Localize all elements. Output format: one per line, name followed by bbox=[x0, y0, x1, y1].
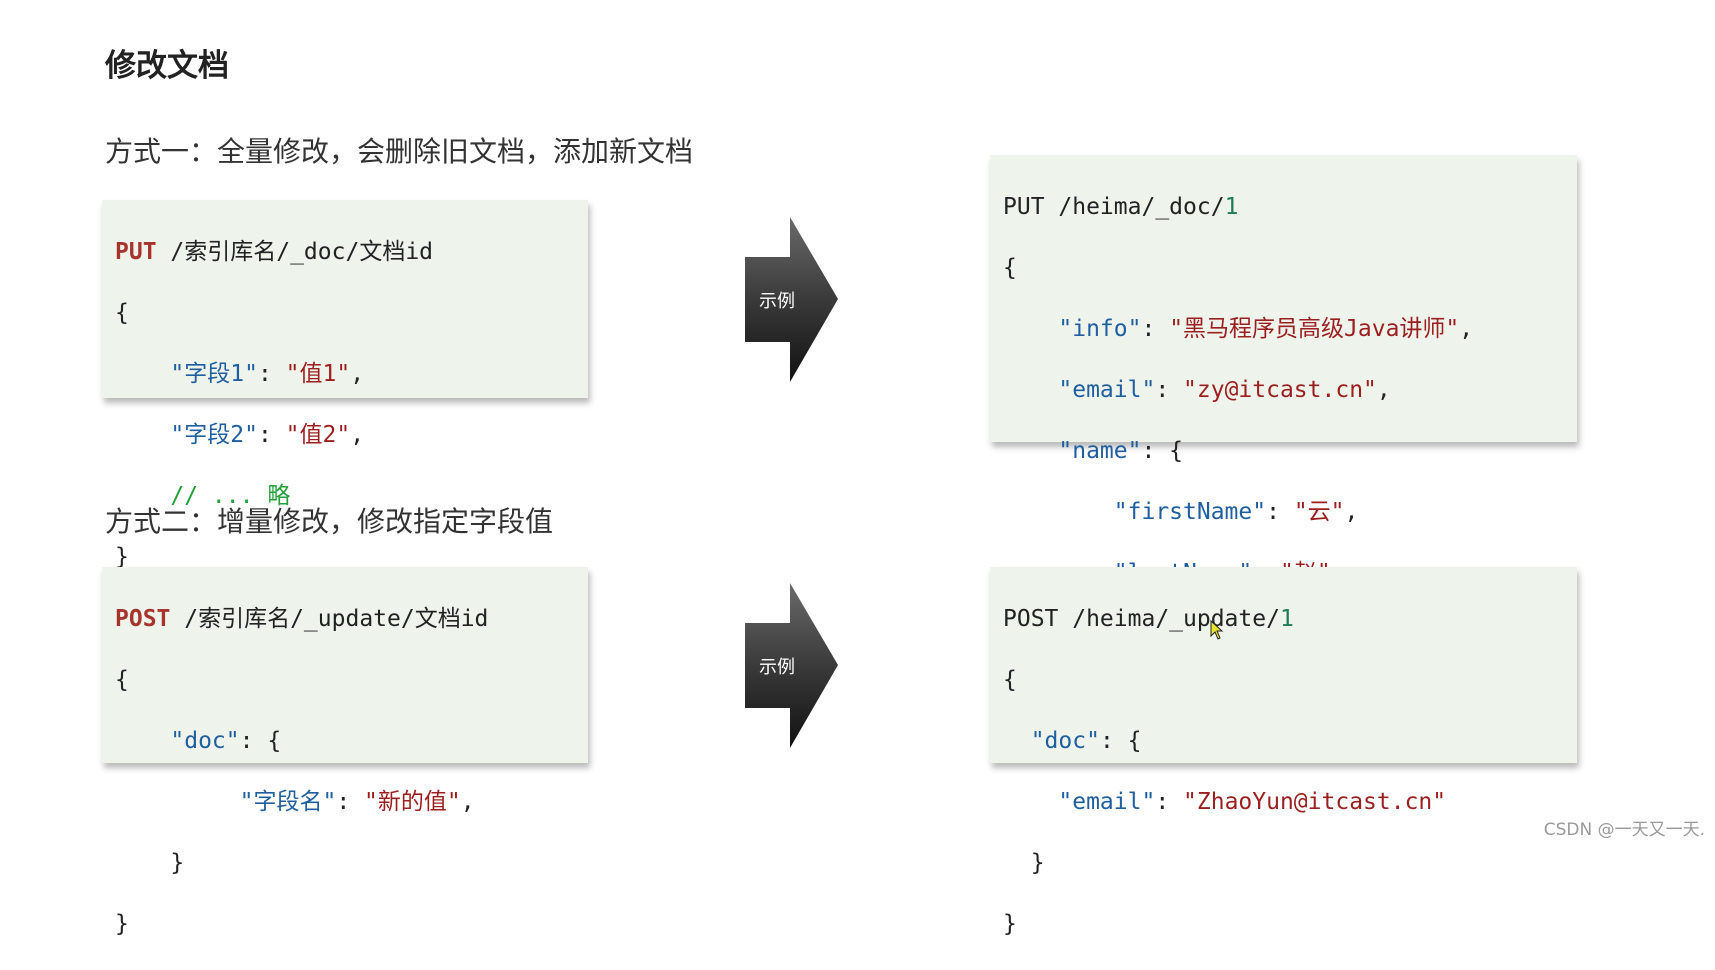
open-brace: { bbox=[1003, 254, 1017, 281]
mouse-cursor-icon bbox=[1210, 619, 1224, 644]
json-key: "字段2" bbox=[170, 421, 258, 448]
json-value: "黑马程序员高级Java讲师" bbox=[1169, 315, 1460, 342]
open-brace: { bbox=[115, 666, 129, 693]
code-comment: // ... 略 bbox=[170, 482, 291, 509]
json-key: "doc" bbox=[170, 727, 240, 754]
json-value: "zy@itcast.cn" bbox=[1183, 376, 1377, 403]
json-key: "email" bbox=[1058, 376, 1156, 403]
open-brace: { bbox=[1003, 666, 1017, 693]
request-path: /索引库名/_doc/文档id bbox=[156, 238, 434, 265]
json-key: "字段名" bbox=[239, 788, 337, 815]
json-value: "值2" bbox=[285, 421, 351, 448]
json-key: "firstName" bbox=[1113, 498, 1267, 525]
close-brace: } bbox=[115, 543, 129, 570]
arrow-label: 示例 bbox=[759, 291, 795, 312]
close-brace: } bbox=[1003, 910, 1017, 937]
arrow-right-icon bbox=[745, 583, 838, 748]
close-brace: } bbox=[1030, 849, 1045, 876]
arrow-right-icon bbox=[745, 217, 838, 382]
request-line: PUT /heima/_doc/ bbox=[1003, 193, 1225, 220]
method1-example-code: PUT /heima/_doc/1 { "info": "黑马程序员高级Java… bbox=[990, 155, 1577, 708]
page-title: 修改文档 bbox=[105, 48, 229, 84]
json-value: "云" bbox=[1293, 498, 1345, 525]
method2-example-code: POST /heima/_update/1 { "doc": { "email"… bbox=[990, 567, 1577, 937]
method1-heading: 方式一：全量修改，会删除旧文档，添加新文档 bbox=[105, 135, 694, 168]
method1-syntax-code: PUT /索引库名/_doc/文档id { "字段1": "值1", "字段2"… bbox=[102, 200, 588, 570]
http-method: PUT bbox=[115, 238, 157, 265]
json-key: "info" bbox=[1058, 315, 1142, 342]
document-id: 1 bbox=[1279, 605, 1294, 632]
json-key: "name" bbox=[1058, 437, 1142, 464]
document-id: 1 bbox=[1224, 193, 1239, 220]
json-key: "doc" bbox=[1030, 727, 1100, 754]
example-arrow: 示例 bbox=[745, 583, 840, 748]
json-value: "新的值" bbox=[364, 788, 461, 815]
json-value: "ZhaoYun@itcast.cn" bbox=[1183, 788, 1447, 815]
json-value: "值1" bbox=[285, 360, 351, 387]
open-brace: { bbox=[115, 299, 129, 326]
json-key: "字段1" bbox=[170, 360, 258, 387]
http-method: POST bbox=[115, 605, 171, 632]
json-key: "email" bbox=[1058, 788, 1156, 815]
arrow-label: 示例 bbox=[759, 657, 795, 678]
request-line: POST /heima/_update/ bbox=[1003, 605, 1280, 632]
close-brace: } bbox=[170, 849, 185, 876]
example-arrow: 示例 bbox=[745, 217, 840, 382]
method2-heading: 方式二：增量修改，修改指定字段值 bbox=[105, 505, 554, 538]
request-path: /索引库名/_update/文档id bbox=[170, 605, 489, 632]
close-brace: } bbox=[115, 910, 129, 937]
watermark: CSDN @一天又一天. bbox=[1543, 820, 1705, 840]
method2-syntax-code: POST /索引库名/_update/文档id { "doc": { "字段名"… bbox=[102, 567, 588, 937]
